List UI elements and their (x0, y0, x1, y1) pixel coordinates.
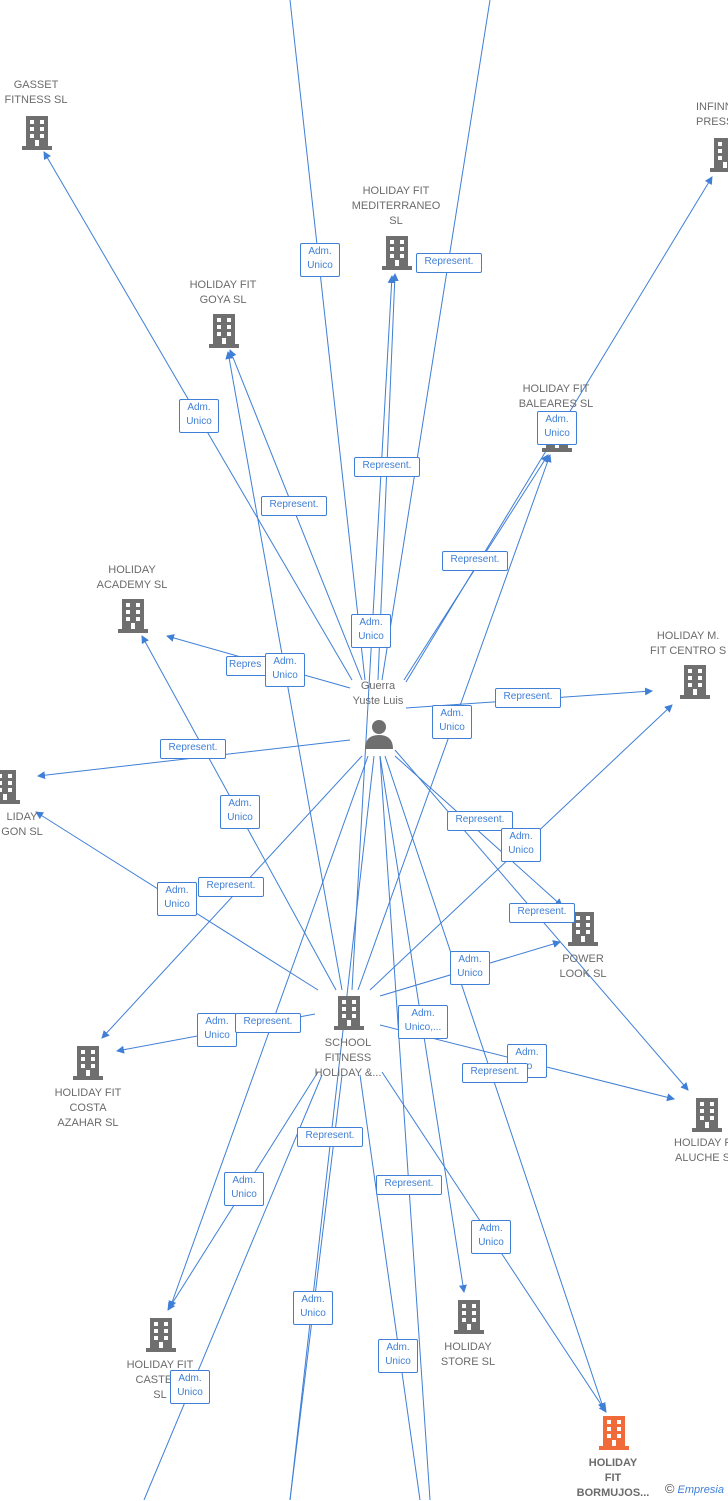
node-label: GASSET FITNESS SL (4, 79, 68, 106)
node-label: HOLIDAY M. FIT CENTRO S (650, 630, 727, 657)
person-icon (365, 720, 393, 749)
building-icon (680, 665, 710, 699)
edge-tag-represent[interactable]: Represent. (160, 739, 226, 759)
edge-tag-adm[interactable]: Adm. Unico (378, 1339, 418, 1373)
node-label: HOLIDAY ACADEMY SL (96, 564, 168, 591)
edge-tag-adm[interactable]: Adm. Unico (170, 1370, 210, 1404)
node-label: HOLIDAY FIT MEDITERRANEO SL (351, 185, 441, 227)
edge-tag-adm[interactable]: Adm. Unico (220, 795, 260, 829)
edge-tag-adm[interactable]: Adm. Unico (293, 1291, 333, 1325)
edge-tag-adm[interactable]: Adm. Unico (501, 828, 541, 862)
building-icon (454, 1300, 484, 1334)
edge-tag-represent[interactable]: Represent. (376, 1175, 442, 1195)
edge-tag-represent[interactable]: Represent. (297, 1127, 363, 1147)
edge-tag-represent[interactable]: Represent. (447, 811, 513, 831)
node-label: Guerra Yuste Luis (352, 680, 404, 707)
building-icon (209, 314, 239, 348)
edge-tag-adm[interactable]: Adm. Unico (265, 653, 305, 687)
node-label: HOLIDAY FIT BALEARES SL (518, 383, 594, 410)
company-node-aragon[interactable]: LIDAY GON SL (0, 770, 44, 842)
edge-tag-represent[interactable]: Represent. (509, 903, 575, 923)
company-node-centro[interactable]: HOLIDAY M. FIT CENTRO S (650, 629, 728, 703)
company-node-store[interactable]: HOLIDAY STORE SL (432, 1300, 504, 1372)
building-icon (710, 138, 728, 172)
node-label: HOLIDAY FIT COSTA AZAHAR SL (54, 1087, 122, 1129)
node-label: LIDAY GON SL (1, 811, 43, 838)
edge-tag-adm[interactable]: Adm. Unico (432, 705, 472, 739)
building-icon (146, 1318, 176, 1352)
edge-tag-adm[interactable]: Adm. Unico (224, 1172, 264, 1206)
edge-tag-represent[interactable]: Represent. (261, 496, 327, 516)
company-node-power-look[interactable]: POWER LOOK SL (548, 912, 618, 984)
building-icon (22, 116, 52, 150)
building-icon (73, 1046, 103, 1080)
edge-tag-represent[interactable]: Represent. (198, 877, 264, 897)
person-node-guerra-yuste-luis[interactable]: Guerra Yuste Luis (342, 679, 414, 751)
building-icon (118, 599, 148, 633)
company-node-mediterraneo[interactable]: HOLIDAY FIT MEDITERRANEO SL (346, 184, 446, 274)
building-icon (692, 1098, 722, 1132)
edge-tag-represent[interactable]: Represent. (495, 688, 561, 708)
edge-tag-adm[interactable]: Adm. Unico (179, 399, 219, 433)
company-node-school-fitness[interactable]: SCHOOL FITNESS HOLIDAY &... (306, 996, 390, 1084)
edge-tag-adm[interactable]: Adm. Unico (450, 951, 490, 985)
edge-tag-represent-partial[interactable]: Repres (226, 656, 270, 676)
edge-tag-represent[interactable]: Represent. (462, 1063, 528, 1083)
empresia-watermark: © Empresia (664, 1481, 724, 1496)
company-node-academy[interactable]: HOLIDAY ACADEMY SL (88, 563, 176, 637)
node-label: SCHOOL FITNESS HOLIDAY &... (314, 1037, 382, 1079)
edge-tag-adm[interactable]: Adm. Unico (197, 1013, 237, 1047)
building-icon (0, 770, 20, 804)
building-icon (334, 996, 364, 1030)
edge-tag-adm[interactable]: Adm. Unico (300, 243, 340, 277)
edge-tag-represent[interactable]: Represent. (354, 457, 420, 477)
company-node-infinn[interactable]: INFINN PRESS (688, 100, 728, 175)
edge-tag-adm-unico-more[interactable]: Adm. Unico,... (398, 1005, 448, 1039)
node-label: INFINN PRESS (696, 101, 728, 128)
company-node-gasset[interactable]: GASSET FITNESS SL (0, 78, 72, 153)
edge-tag-represent[interactable]: Represent. (416, 253, 482, 273)
edge-tag-adm[interactable]: Adm. Unico (351, 614, 391, 648)
edge-tag-adm[interactable]: Adm. Unico (537, 411, 577, 445)
company-node-bormujos[interactable]: HOLIDAY FIT BORMUJOS... (566, 1416, 660, 1500)
edge-tag-represent[interactable]: Represent. (235, 1013, 301, 1033)
company-node-aluche[interactable]: HOLIDAY F ALUCHE S (670, 1098, 728, 1170)
building-icon (382, 236, 412, 270)
edge-tag-adm[interactable]: Adm. Unico (157, 882, 197, 916)
edge-tag-adm[interactable]: Adm. Unico (471, 1220, 511, 1254)
company-node-costa-azahar[interactable]: HOLIDAY FIT COSTA AZAHAR SL (44, 1046, 132, 1134)
node-label: HOLIDAY STORE SL (440, 1341, 496, 1368)
building-icon-highlighted (599, 1416, 629, 1450)
node-label: HOLIDAY FIT GOYA SL (189, 279, 257, 306)
node-label: HOLIDAY FIT BORMUJOS... (576, 1457, 650, 1499)
company-node-goya[interactable]: HOLIDAY FIT GOYA SL (180, 278, 266, 352)
node-label: HOLIDAY F ALUCHE S (674, 1137, 728, 1164)
building-icon (568, 912, 598, 946)
edge-tag-represent[interactable]: Represent. (442, 551, 508, 571)
node-label: POWER LOOK SL (559, 953, 607, 980)
